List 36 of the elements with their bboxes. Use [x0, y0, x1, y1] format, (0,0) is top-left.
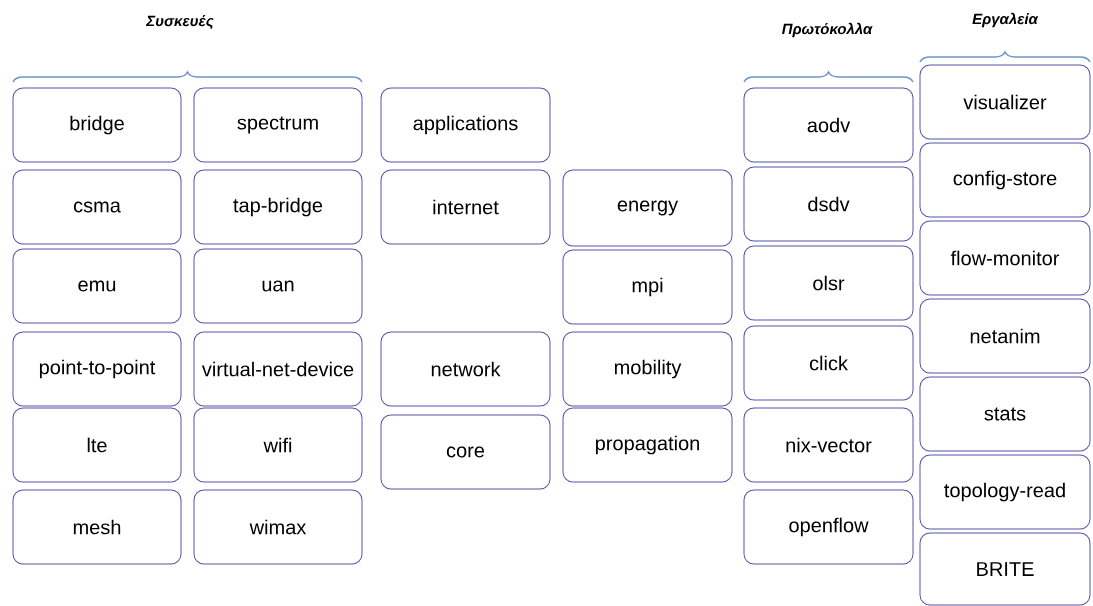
module-box: uan [193, 248, 363, 324]
module-box: stats [919, 376, 1091, 452]
module-box: topology-read [919, 454, 1091, 530]
module-box: config-store [919, 142, 1091, 218]
module-box: openflow [743, 489, 914, 565]
module-box: BRITE [919, 532, 1091, 606]
module-box: bridge [12, 87, 182, 163]
module-box: virtual-net-device [193, 331, 363, 407]
module-box: internet [380, 169, 551, 245]
module-box: aodv [743, 87, 914, 163]
module-box: applications [380, 87, 551, 163]
module-box: visualizer [919, 64, 1091, 140]
group-heading: Εργαλεία [972, 12, 1039, 28]
module-box: wimax [193, 489, 363, 565]
module-box: click [743, 325, 914, 401]
module-box: network [380, 331, 551, 407]
module-box: tap-bridge [193, 169, 363, 245]
module-box: propagation [562, 407, 733, 483]
module-box: core [380, 414, 551, 490]
module-box: wifi [193, 407, 363, 483]
module-box: flow-monitor [919, 220, 1091, 296]
module-box: netanim [919, 298, 1091, 374]
module-box: nix-vector [743, 407, 914, 483]
module-box: energy [562, 169, 733, 247]
module-box: mesh [12, 489, 182, 565]
module-box: mobility [562, 331, 733, 407]
module-box: spectrum [193, 87, 363, 163]
group-heading: Συσκευές [145, 15, 214, 29]
module-box: dsdv [743, 166, 914, 242]
module-box: point-to-point [12, 331, 182, 407]
module-box: mpi [562, 249, 733, 325]
module-box: olsr [743, 245, 914, 321]
group-heading: Πρωτόκολλα [782, 22, 873, 38]
module-box: lte [12, 407, 182, 483]
module-box: emu [12, 248, 182, 324]
module-box: csma [12, 169, 182, 245]
